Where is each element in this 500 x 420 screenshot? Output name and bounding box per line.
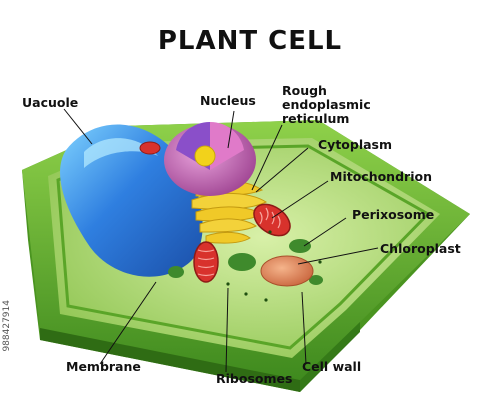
ribosomes — [226, 230, 322, 302]
label-mitochondrion: Mitochondrion — [330, 169, 432, 184]
mitochondrion-3 — [139, 141, 161, 155]
label-cell-wall: Cell wall — [302, 359, 362, 374]
label-peroxisome: Perixosome — [352, 207, 435, 222]
label-membrane: Membrane — [66, 359, 141, 374]
mitochondrion-2 — [193, 241, 219, 283]
label-ribosomes: Ribosomes — [216, 371, 293, 386]
label-nucleus: Nucleus — [200, 93, 256, 108]
diagram-title: PLANT CELL — [157, 26, 343, 56]
peroxisome — [260, 255, 314, 287]
label-chloroplast: Chloroplast — [380, 241, 461, 256]
leader-lines — [63, 108, 379, 373]
label-vacuole: Uacuole — [22, 95, 79, 110]
label-cytoplasm: Cytoplasm — [318, 137, 393, 152]
chloroplast — [168, 239, 323, 285]
label-rough-er-line2: endoplasmic — [282, 97, 371, 112]
label-rough-er-line1: Rough — [282, 83, 327, 98]
nucleolus — [194, 145, 216, 167]
label-rough-er-line3: reticulum — [282, 111, 350, 126]
stock-id-watermark: 988427914 — [2, 300, 12, 352]
nucleus — [164, 121, 256, 196]
